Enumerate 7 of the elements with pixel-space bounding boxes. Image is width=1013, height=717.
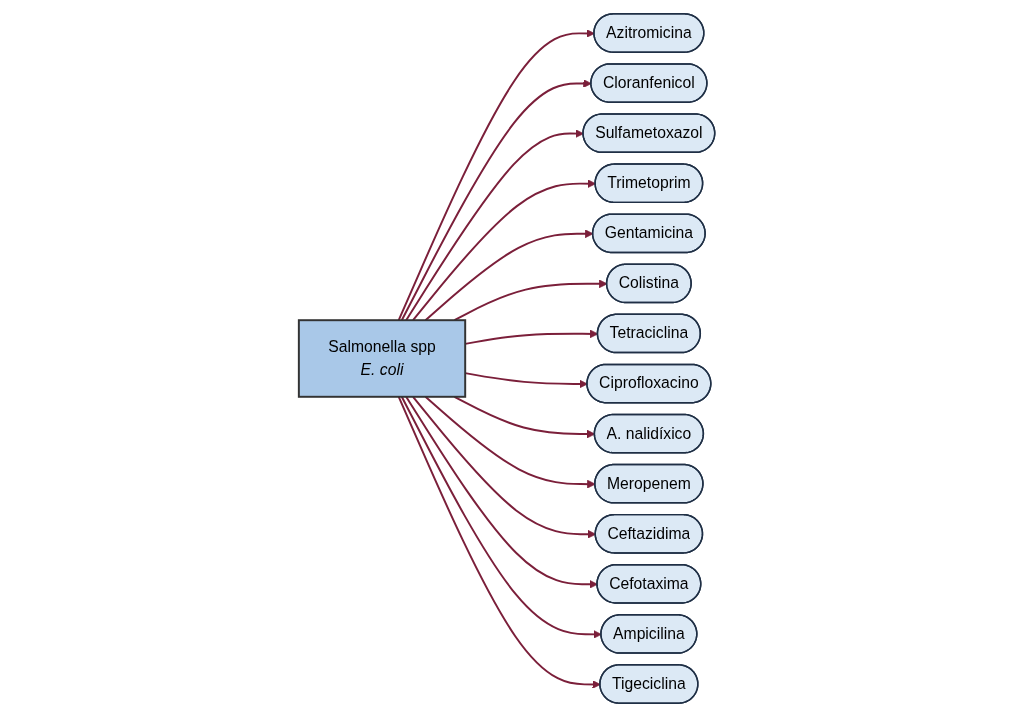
arrow bbox=[411, 395, 596, 539]
node-box: Salmonella spp E. coli bbox=[297, 319, 466, 398]
arrow bbox=[453, 395, 595, 439]
arrow bbox=[397, 29, 595, 322]
arrow bbox=[397, 395, 601, 689]
arrow bbox=[400, 79, 592, 322]
arrow bbox=[411, 179, 596, 322]
